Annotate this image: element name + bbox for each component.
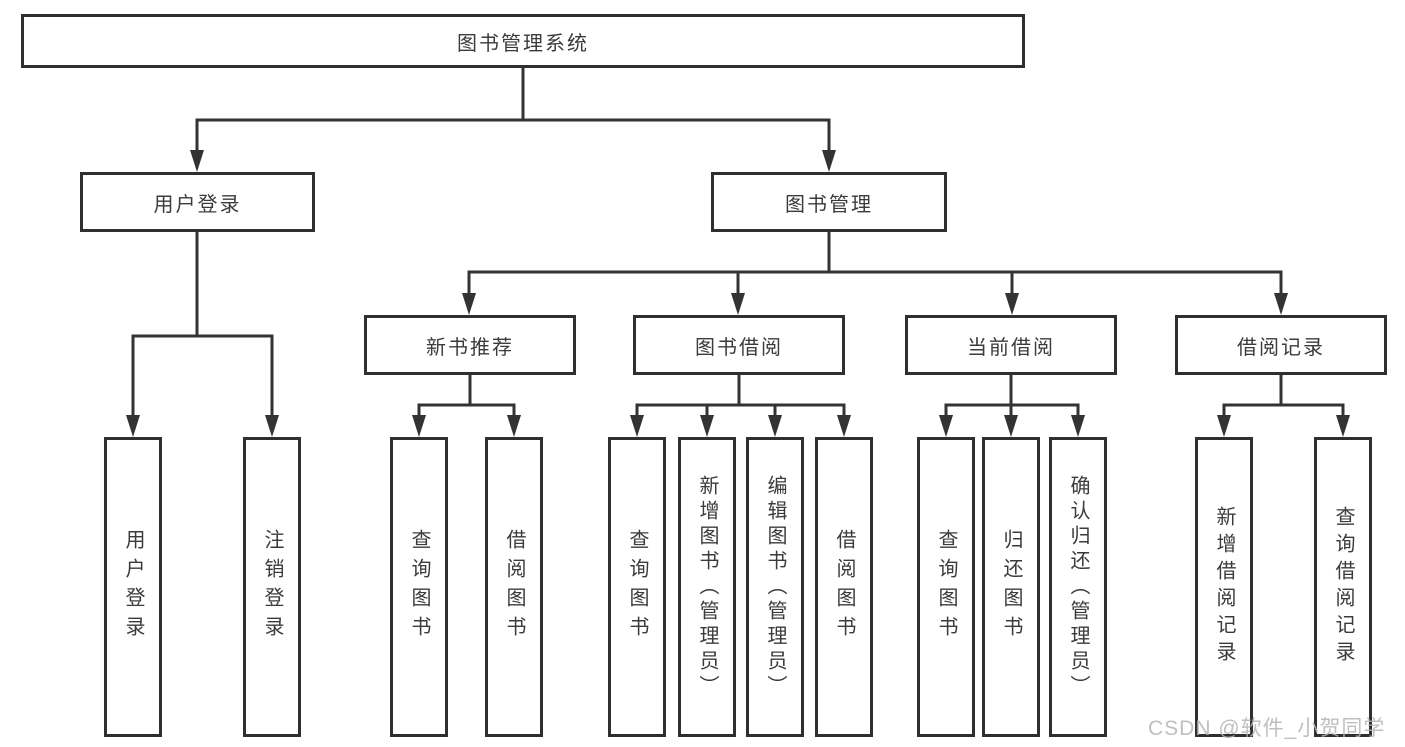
leaf-query-books-borrow: 查询图书: [608, 437, 666, 737]
node-label: 图书管理: [785, 193, 873, 216]
node-label: 确认归还（管理员）: [1067, 474, 1089, 700]
arrowhead-query-books-1: [412, 415, 426, 437]
node-label: 查询图书: [935, 529, 957, 645]
leaf-user-login: 用户登录: [104, 437, 162, 737]
node-label: 图书借阅: [695, 336, 783, 359]
leaf-query-books-current: 查询图书: [917, 437, 975, 737]
arrowhead-confirm-return-admin: [1071, 415, 1085, 437]
node-label: 用户登录: [153, 193, 242, 216]
leaf-edit-book-admin: 编辑图书（管理员）: [746, 437, 804, 737]
node-book-management: 图书管理: [711, 172, 947, 232]
node-label: 编辑图书（管理员）: [764, 474, 786, 700]
node-label: 注销登录: [261, 529, 283, 645]
node-label: 借阅图书: [503, 529, 525, 645]
leaf-query-borrow-record: 查询借阅记录: [1314, 437, 1372, 737]
arrowhead-leaf-logout: [265, 415, 279, 437]
node-label: 用户登录: [122, 529, 144, 645]
node-label: 归还图书: [1000, 529, 1022, 645]
arrowhead-current-borrow: [1005, 293, 1019, 315]
leaf-borrow-books-2: 借阅图书: [815, 437, 873, 737]
leaf-confirm-return-admin: 确认归还（管理员）: [1049, 437, 1107, 737]
node-label: 图书管理系统: [457, 32, 589, 55]
arrowhead-borrow-records: [1274, 293, 1288, 315]
node-label: 新增借阅记录: [1213, 506, 1235, 668]
node-label: 新增图书（管理员）: [696, 474, 718, 700]
arrowhead-user-login: [190, 150, 204, 172]
node-label: 查询借阅记录: [1332, 506, 1354, 668]
leaf-logout: 注销登录: [243, 437, 301, 737]
arrowhead-book-borrow: [731, 293, 745, 315]
connector-root-to-level2: [195, 68, 831, 154]
leaf-return-book: 归还图书: [982, 437, 1040, 737]
leaf-add-borrow-record: 新增借阅记录: [1195, 437, 1253, 737]
node-label: 新书推荐: [426, 336, 514, 359]
arrowhead-query-books-3: [939, 415, 953, 437]
connector-borrow-records-children: [1222, 375, 1345, 419]
arrowhead-edit-book-admin: [768, 415, 782, 437]
leaf-query-books-recommend: 查询图书: [390, 437, 448, 737]
node-book-borrow: 图书借阅: [633, 315, 845, 375]
node-borrow-records: 借阅记录: [1175, 315, 1387, 375]
arrowhead-book-management: [822, 150, 836, 172]
node-new-book-recommend: 新书推荐: [364, 315, 576, 375]
node-label: 借阅记录: [1237, 336, 1325, 359]
arrowhead-query-books-2: [630, 415, 644, 437]
connector-current-borrow-children: [944, 375, 1080, 419]
leaf-add-book-admin: 新增图书（管理员）: [678, 437, 736, 737]
connector-book-borrow-children: [635, 375, 846, 419]
connector-new-book-recommend-children: [417, 375, 516, 419]
arrowhead-return-book: [1004, 415, 1018, 437]
arrowhead-borrow-books-1: [507, 415, 521, 437]
arrowhead-leaf-user-login: [126, 415, 140, 437]
arrowhead-query-borrow-record: [1336, 415, 1350, 437]
node-label: 当前借阅: [967, 336, 1055, 359]
csdn-watermark: CSDN @软件_小贺同学: [1148, 717, 1386, 740]
node-library-management-system: 图书管理系统: [21, 14, 1025, 68]
arrowhead-new-book-recommend: [462, 293, 476, 315]
node-label: 借阅图书: [833, 529, 855, 645]
connector-user-login-children: [131, 232, 274, 419]
node-label: 查询图书: [626, 529, 648, 645]
node-user-login: 用户登录: [80, 172, 315, 232]
node-current-borrow: 当前借阅: [905, 315, 1117, 375]
arrowhead-add-borrow-record: [1217, 415, 1231, 437]
connector-book-management-children: [467, 232, 1283, 297]
arrowhead-borrow-books-2: [837, 415, 851, 437]
leaf-borrow-books-recommend: 借阅图书: [485, 437, 543, 737]
node-label: 查询图书: [408, 529, 430, 645]
arrowhead-add-book-admin: [700, 415, 714, 437]
